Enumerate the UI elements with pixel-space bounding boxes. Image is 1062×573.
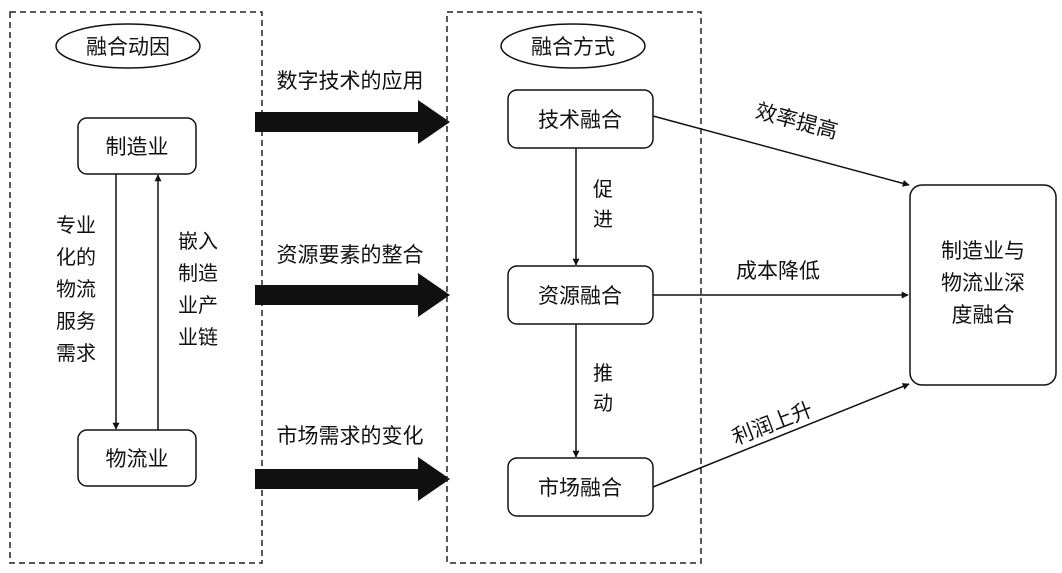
deep-fusion-label-line: 物流业深 [941, 271, 1025, 295]
demand-label-line: 需求 [56, 341, 96, 365]
manufacturing-node [77, 117, 197, 175]
motive-panel [9, 11, 263, 564]
demand-label-line: 物流 [56, 277, 96, 301]
demand-label-line: 专业 [56, 213, 96, 237]
mode-title: 融合方式 [531, 35, 615, 59]
demand-label-line: 服务 [56, 309, 96, 333]
driver-arrow-digital [255, 100, 450, 144]
market-fusion-label: 市场融合 [538, 476, 622, 500]
profit-arrow [652, 383, 910, 488]
efficiency-label: 效率提高 [753, 99, 840, 144]
drive-label-line: 推 [593, 361, 613, 385]
promote-label-line: 进 [593, 207, 613, 231]
deep-fusion-node [909, 184, 1057, 386]
driver-label-market: 市场需求的变化 [277, 424, 424, 448]
motive-title: 融合动因 [86, 35, 170, 59]
driver-label-digital: 数字技术的应用 [277, 69, 424, 93]
promote-label-line: 促 [593, 177, 613, 201]
deep-fusion-label-line: 度融合 [952, 303, 1015, 327]
profit-label: 利润上升 [729, 397, 816, 450]
embed-label-line: 嵌入 [178, 229, 218, 253]
embed-label-line: 业链 [178, 325, 218, 349]
deep-fusion-label-line: 制造业与 [941, 239, 1025, 263]
tech-fusion-label: 技术融合 [538, 108, 622, 132]
efficiency-arrow [652, 115, 910, 187]
motive-title-ellipse [55, 23, 201, 69]
demand-label-line: 化的 [56, 245, 96, 269]
embed-label: 嵌入 制造 业产 业链 [178, 229, 218, 349]
logistics-label: 物流业 [106, 447, 169, 471]
drive-label-line: 动 [593, 391, 613, 415]
cost-label: 成本降低 [736, 259, 820, 283]
driver-label-resource: 资源要素的整合 [277, 243, 424, 267]
embed-label-line: 制造 [178, 261, 218, 285]
manufacturing-label: 制造业 [106, 135, 169, 159]
resource-fusion-label: 资源融合 [538, 284, 622, 308]
driver-arrow-market [255, 457, 450, 501]
driver-arrow-resource [255, 273, 450, 317]
mode-title-ellipse [500, 23, 646, 69]
tech-fusion-node [507, 89, 654, 149]
logistics-node [77, 429, 197, 487]
mode-panel [446, 11, 702, 564]
demand-label: 专业 化的 物流 服务 需求 [56, 213, 96, 365]
embed-label-line: 业产 [178, 293, 218, 317]
